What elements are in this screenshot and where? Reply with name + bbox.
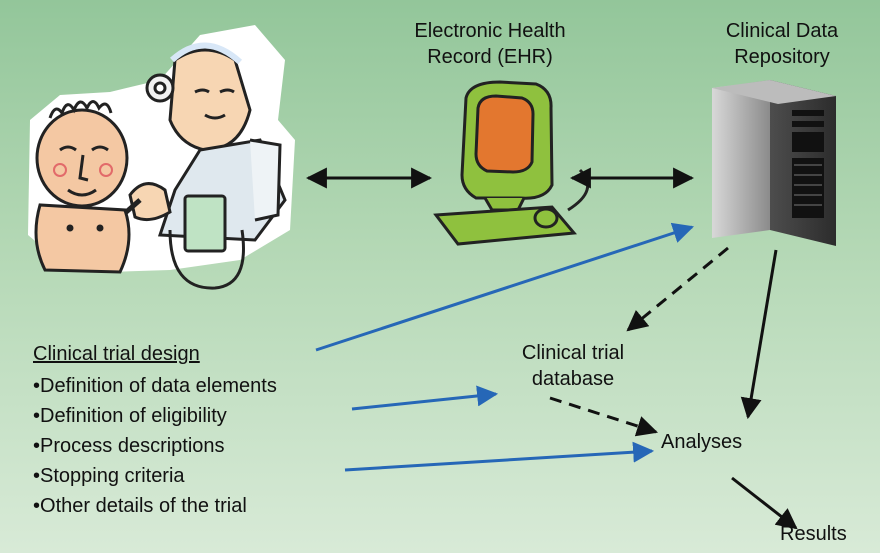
ehr-label-line-2: Record (EHR) (427, 46, 553, 68)
repository-label: Clinical Data Repository (698, 18, 866, 70)
trial-database-label-line-1: Clinical trial (521, 342, 625, 364)
design-item: Process descriptions (33, 431, 277, 461)
arrow-repository-analyses (740, 249, 778, 420)
ehr-label-line-1: Electronic Health (414, 20, 566, 42)
design-title: Clinical trial design (33, 343, 200, 365)
analyses-label: Analyses (661, 431, 743, 453)
design-item: Stopping criteria (33, 461, 277, 491)
repository-label-line-1: Clinical Data (725, 20, 839, 42)
arrow-design-repository (315, 222, 694, 352)
ehr-label: Electronic Health Record (EHR) (402, 18, 578, 70)
trial-database-label: Clinical trial database (498, 340, 648, 392)
design-item: Definition of data elements (33, 371, 277, 401)
trial-database-label-line-2: database (531, 368, 615, 390)
design-item-list: Definition of data elements Definition o… (33, 371, 277, 521)
repository-label-line-2: Repository (734, 46, 830, 68)
arrow-design-trialdb (351, 385, 499, 411)
arrow-analyses-results (731, 476, 798, 530)
arrow-design-analyses (344, 441, 655, 472)
arrow-trialdb-analyses (549, 396, 658, 437)
design-item: Other details of the trial (33, 491, 277, 521)
results-label: Results (780, 523, 847, 545)
design-item: Definition of eligibility (33, 401, 277, 431)
arrow-repository-trialdb (626, 246, 729, 332)
